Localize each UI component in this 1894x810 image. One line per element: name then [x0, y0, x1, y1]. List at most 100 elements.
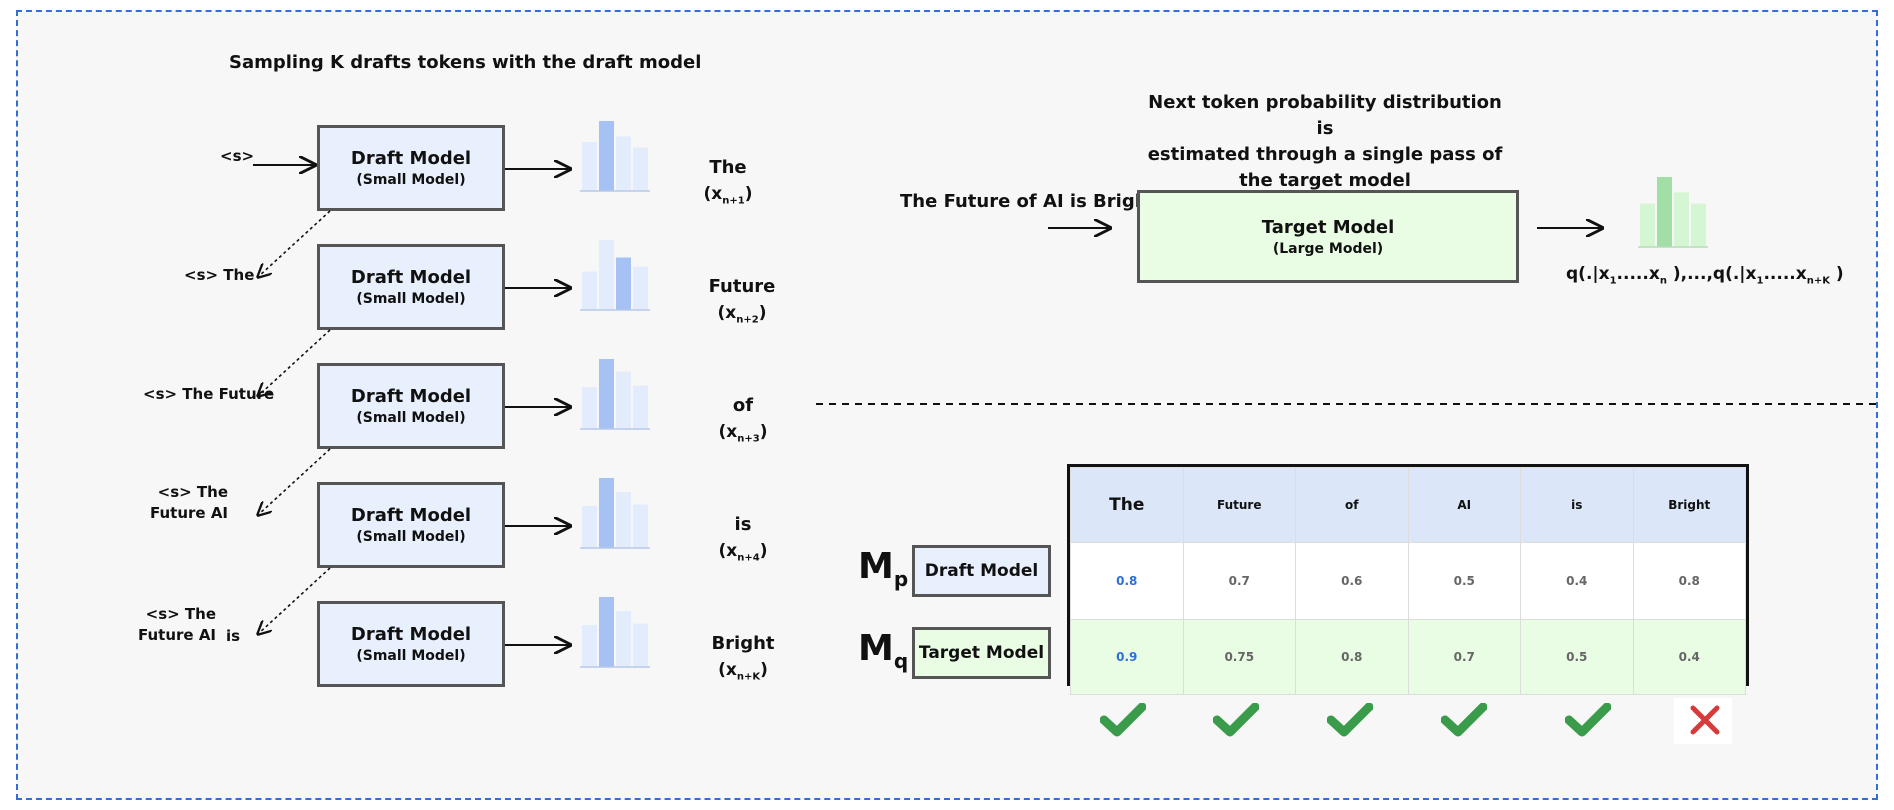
table-row-target: 0.9 0.75 0.8 0.7 0.5 0.4 — [1070, 619, 1746, 695]
target-model-sub: (Large Model) — [1272, 240, 1384, 257]
draft-prob-bar — [599, 359, 614, 429]
context-text: <s> — [220, 147, 255, 165]
formula-sub: n — [1659, 275, 1667, 287]
token-word: of — [732, 395, 754, 416]
table-header: of — [1295, 467, 1409, 543]
formula-part: ) — [1829, 264, 1844, 284]
draft-prob-bar — [582, 625, 597, 667]
draft-model-sub: (Small Model) — [356, 291, 466, 307]
q-value-cell: 0.9 — [1070, 619, 1184, 695]
draft-model-sub: (Small Model) — [356, 410, 466, 426]
draft-model-name: Draft Model — [350, 624, 472, 645]
left-panel-title: Sampling K drafts tokens with the draft … — [229, 52, 702, 73]
draft-prob-bar — [633, 147, 648, 191]
q-value-cell: 0.5 — [1520, 619, 1634, 695]
table-header: The — [1070, 467, 1184, 543]
target-model-name: Target Model — [1261, 216, 1395, 238]
q-distribution-formula: q(.|x1.....xn ),...,q(.|x1.....xn+K ) — [1566, 264, 1844, 286]
context-text: <s> The Future AI — [150, 483, 229, 522]
draft-prob-bar — [633, 623, 648, 667]
draft-model-box: Draft Model (Small Model) — [317, 363, 505, 449]
draft-prob-bar — [582, 142, 597, 191]
target-model-label-box: Target Model — [912, 627, 1051, 679]
draft-prob-bar — [616, 492, 631, 548]
target-prob-bar — [1674, 192, 1689, 247]
draft-model-box: Draft Model (Small Model) — [317, 125, 505, 211]
table-header: Bright — [1632, 467, 1746, 543]
token-index: (xn+1) — [703, 184, 753, 207]
formula-part: q(.|x — [1566, 264, 1610, 284]
token-word: is — [734, 514, 752, 535]
draft-prob-bar — [616, 136, 631, 191]
accept-check-icon — [1563, 700, 1613, 740]
target-prob-bar — [1640, 203, 1655, 247]
draft-model-box: Draft Model (Small Model) — [317, 244, 505, 330]
predicted-token: The(xn+1) — [688, 155, 768, 214]
feedback-arrow — [258, 567, 331, 634]
token-index: (xn+K) — [718, 660, 768, 683]
draft-prob-bar — [599, 597, 614, 667]
context-text: <s> The Future AI — [138, 605, 217, 644]
target-input-text: The Future of AI is Bright — [900, 191, 1157, 212]
target-prob-bar — [1691, 203, 1706, 247]
draft-model-sub: (Small Model) — [356, 529, 466, 545]
mq-subscript: q — [893, 649, 909, 674]
target-prob-bar — [1657, 177, 1672, 247]
token-index: (xn+3) — [718, 422, 768, 445]
predicted-token: Bright(xn+K) — [703, 631, 783, 690]
draft-prob-bar — [633, 385, 648, 429]
q-value-cell: 0.75 — [1182, 619, 1296, 695]
draft-model-label-box: Draft Model — [912, 545, 1051, 597]
draft-prob-bar — [616, 611, 631, 667]
q-value-cell: 0.8 — [1295, 619, 1409, 695]
draft-model-name: Draft Model — [350, 267, 472, 288]
draft-prob-bar — [599, 121, 614, 191]
draft-model-name: Draft Model — [350, 505, 472, 526]
context-text-extra: is — [226, 627, 241, 645]
draft-model-name: Draft Model — [350, 148, 472, 169]
table-header: is — [1520, 467, 1634, 543]
accept-check-icon — [1211, 700, 1261, 740]
draft-prob-bar — [633, 266, 648, 310]
draft-model-name: Draft Model — [350, 386, 472, 407]
feedback-arrow — [258, 329, 331, 396]
q-value-cell: 0.4 — [1632, 619, 1746, 695]
right-title-line: the target model — [1239, 170, 1411, 191]
target-model-box: Target Model (Large Model) — [1137, 190, 1519, 283]
table-header: AI — [1407, 467, 1521, 543]
feedback-arrow — [258, 210, 331, 277]
draft-model-sub: (Small Model) — [356, 172, 466, 188]
accept-check-icon — [1098, 700, 1148, 740]
formula-part: ),...,q(.|x — [1666, 264, 1757, 284]
draft-model-sub: (Small Model) — [356, 648, 466, 664]
formula-part: .....x — [1616, 264, 1660, 284]
formula-part: .....x — [1763, 264, 1807, 284]
formula-sub: n+K — [1806, 275, 1830, 287]
p-value-cell: 0.6 — [1295, 542, 1409, 620]
mq-letter: M — [858, 628, 894, 669]
right-panel-title: Next token probability distribution is e… — [1140, 90, 1510, 194]
draft-prob-bar — [616, 257, 631, 310]
mp-label: Mp — [858, 546, 908, 591]
p-value-cell: 0.5 — [1407, 542, 1521, 620]
draft-prob-bar — [582, 506, 597, 548]
draft-model-box: Draft Model (Small Model) — [317, 482, 505, 568]
predicted-token: of (xn+3) — [703, 393, 783, 452]
reject-cross-icon — [1674, 698, 1732, 744]
table-header: Future — [1182, 467, 1296, 543]
draft-prob-bar — [582, 387, 597, 429]
context-text: <s> The — [184, 266, 255, 284]
draft-model-box: Draft Model (Small Model) — [317, 601, 505, 687]
right-title-line: estimated through a single pass of — [1147, 144, 1503, 165]
verification-table: The Future of AI is Bright 0.8 0.7 0.6 0… — [1067, 464, 1749, 695]
draft-prob-bar — [633, 504, 648, 548]
p-value-cell: 0.4 — [1520, 542, 1634, 620]
mp-subscript: p — [893, 567, 909, 592]
draft-prob-bar — [582, 271, 597, 310]
token-index: (xn+2) — [717, 303, 767, 326]
token-index: (xn+4) — [718, 541, 768, 564]
predicted-token: is (xn+4) — [703, 512, 783, 571]
token-word: Future — [708, 276, 776, 297]
